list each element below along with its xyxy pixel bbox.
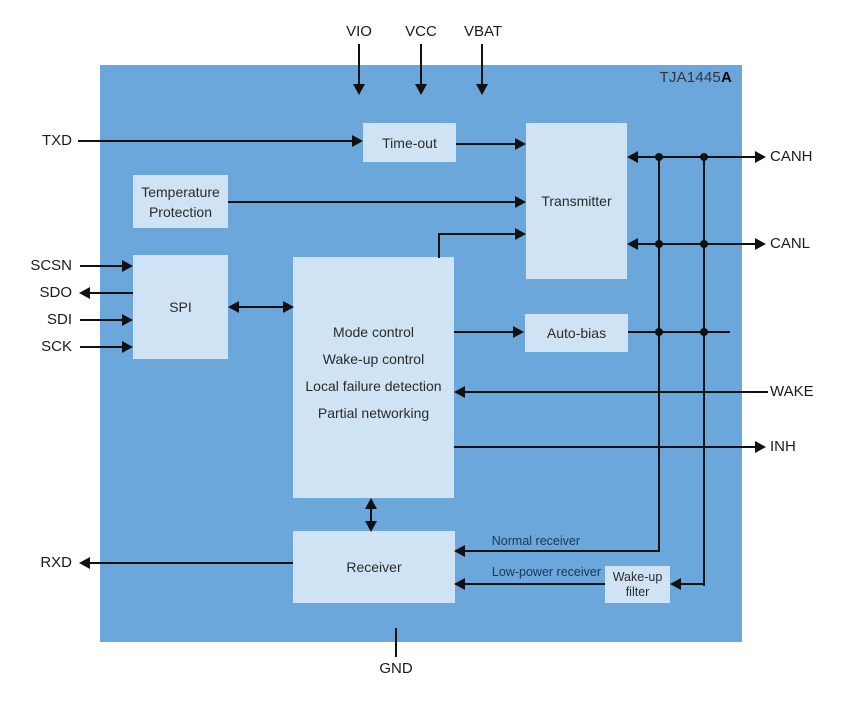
block-receiver-label: Receiver — [346, 559, 402, 575]
sdo-arrow-icon — [79, 287, 90, 299]
pin-label-sdi: SDI — [46, 311, 72, 328]
modecontrol-to-autobias-line — [454, 331, 514, 333]
sdi-line — [80, 319, 124, 321]
block-wakeup-filter: Wake-up filter — [605, 566, 670, 603]
block-auto-bias: Auto-bias — [525, 314, 628, 352]
canh-line — [638, 156, 757, 158]
txd-arrow-icon — [352, 135, 363, 147]
lowpower-receiver-arrow-icon — [454, 578, 465, 590]
tempprot-to-transmitter-line — [228, 201, 516, 203]
rxd-line — [90, 562, 293, 564]
mode-control-line-2: Wake-up control — [322, 350, 425, 367]
pin-label-rxd: RXD — [40, 554, 72, 571]
vbat-arrow-icon — [476, 84, 488, 95]
vcc-arrow-icon — [415, 84, 427, 95]
temperature-protection-line2: Protection — [148, 203, 213, 220]
vio-pin-line — [358, 44, 360, 85]
bus-vertical-line-b — [703, 156, 705, 586]
gnd-pin-line — [395, 628, 397, 657]
junction-dot — [700, 240, 708, 248]
modecontrol-receiver-vline — [370, 507, 372, 523]
block-receiver: Receiver — [293, 531, 455, 603]
chip-name: TJA1445A — [600, 69, 732, 86]
canl-arrow-into-transmitter-icon — [627, 238, 638, 250]
junction-dot — [655, 153, 663, 161]
pin-label-txd: TXD — [42, 132, 72, 149]
spi-modecontrol-arrow-right-icon — [283, 301, 294, 313]
vio-arrow-icon — [353, 84, 365, 95]
pin-label-vcc: VCC — [405, 23, 437, 40]
pin-label-gnd: GND — [379, 660, 413, 677]
normal-receiver-arrow-icon — [454, 545, 465, 557]
timeout-to-transmitter-line — [456, 143, 516, 145]
canh-arrow-out-icon — [755, 151, 766, 163]
autobias-output-line — [628, 331, 730, 333]
block-auto-bias-label: Auto-bias — [546, 325, 607, 341]
modecontrol-receiver-arrow-up-icon — [365, 498, 377, 509]
canl-line — [638, 243, 757, 245]
bus-vertical-line-a — [658, 156, 660, 552]
junction-dot — [655, 328, 663, 336]
txd-line — [78, 140, 354, 142]
block-transmitter-label: Transmitter — [541, 193, 612, 209]
pin-label-canl: CANL — [770, 235, 811, 252]
canl-arrow-out-icon — [755, 238, 766, 250]
block-transmitter: Transmitter — [526, 123, 627, 279]
scsn-arrow-icon — [122, 260, 133, 272]
sck-arrow-icon — [122, 341, 133, 353]
spi-modecontrol-line — [236, 306, 285, 308]
pin-label-vio: VIO — [346, 23, 372, 40]
block-spi-label: SPI — [169, 299, 192, 315]
chip-name-prefix: TJA1445 — [659, 69, 721, 86]
bus-to-wakeupfilter-line — [681, 583, 705, 585]
tempprot-to-transmitter-arrow-icon — [515, 196, 526, 208]
pin-label-sck: SCK — [41, 338, 72, 355]
spi-modecontrol-arrow-left-icon — [228, 301, 239, 313]
block-temperature-protection: Temperature Protection — [133, 175, 228, 228]
mode-control-line-4: Partial networking — [317, 404, 430, 421]
block-timeout-label: Time-out — [382, 134, 437, 151]
block-mode-control: Mode control Wake-up control Local failu… — [293, 257, 454, 498]
rxd-arrow-icon — [79, 557, 90, 569]
canh-arrow-into-transmitter-icon — [627, 151, 638, 163]
vcc-pin-line — [420, 44, 422, 85]
temperature-protection-line1: Temperature — [141, 183, 220, 200]
modecontrol-to-transmitter-hline — [439, 233, 516, 235]
mode-control-line-1: Mode control — [333, 323, 414, 340]
modecontrol-to-transmitter-arrow-icon — [515, 228, 526, 240]
wake-line — [465, 391, 768, 393]
sdi-arrow-icon — [122, 314, 133, 326]
scsn-line — [80, 265, 124, 267]
pin-label-canh: CANH — [770, 148, 813, 165]
block-timeout: Time-out — [363, 123, 456, 162]
sdo-line — [90, 292, 133, 294]
lowpower-receiver-line — [465, 583, 605, 585]
pin-label-inh: INH — [770, 438, 796, 455]
vbat-pin-line — [481, 44, 483, 85]
wake-arrow-icon — [454, 386, 465, 398]
mode-control-line-3: Local failure detection — [305, 377, 442, 394]
normal-receiver-line — [465, 550, 660, 552]
pin-label-vbat: VBAT — [463, 23, 503, 40]
inh-line — [454, 446, 756, 448]
junction-dot — [700, 328, 708, 336]
wakeup-filter-line2: filter — [625, 584, 650, 599]
chip-name-suffix: A — [720, 69, 732, 86]
pin-label-sdo: SDO — [39, 284, 72, 301]
block-spi: SPI — [133, 255, 228, 359]
junction-dot — [655, 240, 663, 248]
modecontrol-receiver-arrow-down-icon — [365, 521, 377, 532]
modecontrol-to-autobias-arrow-icon — [513, 326, 524, 338]
timeout-to-transmitter-arrow-icon — [515, 138, 526, 150]
bus-to-wakeupfilter-arrow-icon — [670, 578, 681, 590]
wakeup-filter-line1: Wake-up — [612, 569, 663, 584]
normal-receiver-label: Normal receiver — [491, 534, 580, 548]
sck-line — [80, 346, 124, 348]
modecontrol-to-transmitter-vline — [438, 233, 440, 258]
inh-arrow-icon — [755, 441, 766, 453]
pin-label-scsn: SCSN — [30, 257, 72, 274]
junction-dot — [700, 153, 708, 161]
pin-label-wake: WAKE — [770, 383, 814, 400]
lowpower-receiver-label: Low-power receiver — [491, 565, 601, 579]
